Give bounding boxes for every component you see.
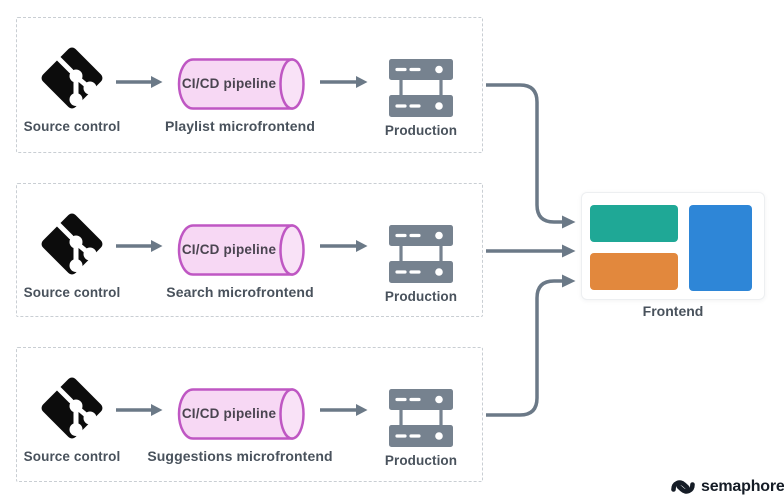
production-label: Production <box>384 123 458 138</box>
server-stack-icon <box>389 225 453 283</box>
frontend-teal-block <box>590 205 678 242</box>
semaphore-logo: semaphore <box>670 477 784 497</box>
pipeline-name-label: Search microfrontend <box>166 284 314 300</box>
semaphore-logo-text: semaphore <box>701 478 784 495</box>
source-control-label: Source control <box>23 285 121 300</box>
production-label: Production <box>384 289 458 304</box>
frontend-label: Frontend <box>642 303 704 319</box>
cylinder-pipeline-shape <box>177 224 305 276</box>
production-label: Production <box>384 453 458 468</box>
git-icon <box>41 213 103 275</box>
production-node: Production <box>355 58 487 138</box>
pipeline-box-playlist: Source control CI/CD pipeline Playlist m… <box>16 17 483 153</box>
git-icon <box>41 47 103 109</box>
pipeline-text: CI/CD pipeline <box>181 76 277 91</box>
source-control-node: Source control <box>19 208 125 300</box>
pipeline-text: CI/CD pipeline <box>181 406 277 421</box>
cylinder-pipeline-shape <box>177 58 305 110</box>
cylinder-pipeline-shape <box>177 388 305 440</box>
source-control-label: Source control <box>23 449 121 464</box>
production-node: Production <box>355 388 487 468</box>
pipeline-text: CI/CD pipeline <box>181 242 277 257</box>
source-control-label: Source control <box>23 119 121 134</box>
pipeline-box-search: Source control CI/CD pipeline Search mic… <box>16 183 483 317</box>
cicd-pipeline-node: CI/CD pipeline Suggestions microfrontend <box>135 388 345 464</box>
cicd-pipeline-node: CI/CD pipeline Playlist microfrontend <box>135 58 345 134</box>
pipeline-box-suggestions: Source control CI/CD pipeline Suggestion… <box>16 347 483 482</box>
frontend-blue-block <box>689 205 752 291</box>
source-control-node: Source control <box>19 42 125 134</box>
production-node: Production <box>355 224 487 304</box>
server-stack-icon <box>389 59 453 117</box>
server-stack-icon <box>389 389 453 447</box>
frontend-orange-block <box>590 253 678 290</box>
git-icon <box>41 377 103 439</box>
pipeline-name-label: Suggestions microfrontend <box>147 448 333 464</box>
frontend-card <box>581 192 765 300</box>
cicd-pipeline-node: CI/CD pipeline Search microfrontend <box>135 224 345 300</box>
pipeline-name-label: Playlist microfrontend <box>164 118 315 134</box>
semaphore-logo-icon <box>671 480 695 494</box>
source-control-node: Source control <box>19 372 125 464</box>
